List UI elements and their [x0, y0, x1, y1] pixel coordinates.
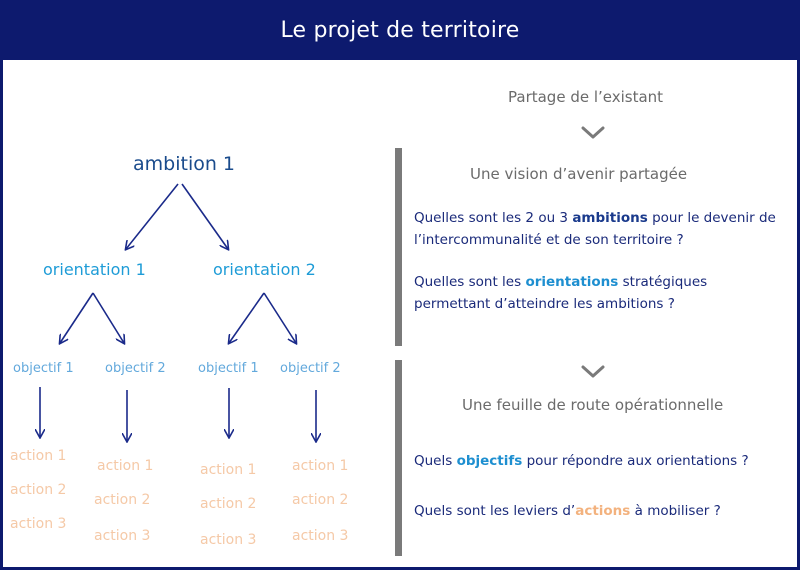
step-feuille-de-route: Une feuille de route opérationnelle — [462, 396, 724, 414]
ambition-node: ambition 1 — [133, 153, 236, 175]
question-orientations: Quelles sont les orientations stratégiqu… — [414, 274, 708, 312]
question-objectifs: Quels objectifs pour répondre aux orient… — [414, 453, 749, 469]
arrow-orientation1-objectif2 — [92, 292, 124, 343]
step-vision: Une vision d’avenir partagée — [470, 165, 688, 183]
action-1-3: action 3 — [10, 516, 67, 532]
page-title: Le projet de territoire — [0, 0, 800, 60]
action-2-3: action 3 — [94, 528, 151, 544]
arrow-orientation2-objectif1 — [229, 292, 265, 343]
action-3-3: action 3 — [200, 532, 257, 548]
step-partage: Partage de l’existant — [508, 88, 664, 106]
objectif-node-1: objectif 1 — [13, 361, 74, 376]
action-4-2: action 2 — [292, 492, 349, 508]
keyword-objectifs: objectifs — [456, 453, 523, 469]
action-4-3: action 3 — [292, 528, 349, 544]
action-1-2: action 2 — [10, 482, 67, 498]
section-bar-feuille — [395, 360, 402, 556]
question-actions: Quels sont les leviers d’actions à mobil… — [414, 503, 721, 519]
arrow-ambition-orientation1 — [126, 183, 179, 249]
title-text: Le projet de territoire — [280, 17, 520, 43]
action-3-1: action 1 — [200, 462, 257, 478]
question-ambitions: Quelles sont les 2 ou 3 ambitions pour l… — [414, 210, 776, 248]
arrow-orientation2-objectif2 — [263, 292, 296, 343]
action-3-2: action 2 — [200, 496, 257, 512]
orientation-node-2: orientation 2 — [213, 260, 316, 279]
action-2-2: action 2 — [94, 492, 151, 508]
arrow-orientation1-objectif1 — [60, 292, 94, 343]
keyword-orientations: orientations — [525, 274, 619, 290]
chevron-down-icon — [581, 365, 605, 378]
keyword-actions: actions — [575, 503, 631, 519]
keyword-ambitions: ambitions — [572, 210, 648, 226]
action-4-1: action 1 — [292, 458, 349, 474]
objectif-node-4: objectif 2 — [280, 361, 341, 376]
section-bar-vision — [395, 148, 402, 346]
orientation-node-1: orientation 1 — [43, 260, 146, 279]
action-2-1: action 1 — [97, 458, 154, 474]
action-1-1: action 1 — [10, 448, 67, 464]
arrow-ambition-orientation2 — [181, 183, 228, 249]
objectif-node-2: objectif 2 — [105, 361, 166, 376]
objectif-node-3: objectif 1 — [198, 361, 259, 376]
chevron-down-icon — [581, 126, 605, 139]
